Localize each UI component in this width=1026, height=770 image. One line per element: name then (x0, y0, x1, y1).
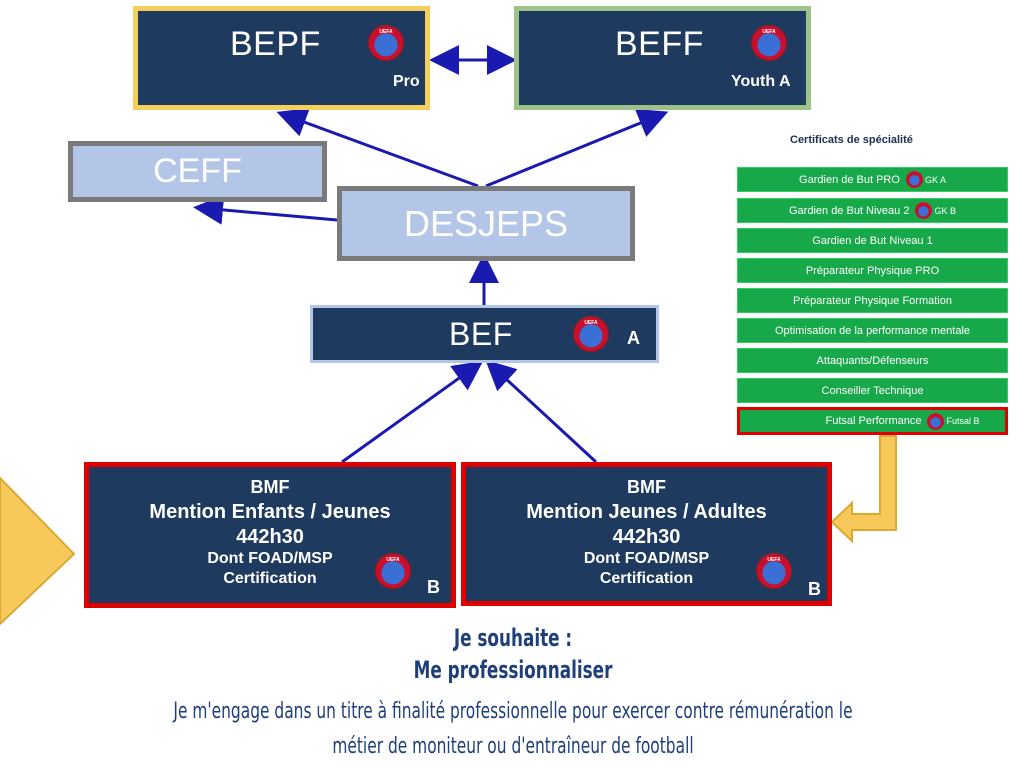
beff-tag: Youth A (731, 73, 791, 90)
bmf-left-line3: 442h30 (236, 526, 304, 548)
desjeps-label: DESJEPS (403, 202, 569, 244)
cert-preparateur-pro: Préparateur Physique PRO (737, 258, 1008, 283)
bmf-left-tag: B (427, 577, 440, 597)
cert-attaquants-defenseurs: Attaquants/Défenseurs (737, 348, 1008, 373)
bmf-left-line5: Certification (223, 570, 317, 587)
uefa-logo-icon (368, 25, 404, 61)
cert-gardien-pro: Gardien de But PRO GK A (737, 167, 1008, 192)
arrow-bmfright-bef (485, 359, 598, 464)
bepf-tag: Pro (393, 73, 420, 90)
yellow-hook-arrow (830, 435, 897, 544)
bmf-jeunes-adultes-box: BMF Mention Jeunes / Adultes 442h30 Dont… (461, 462, 832, 606)
uefa-logo-icon (915, 202, 933, 219)
bmf-left-line2: Mention Enfants / Jeunes (149, 501, 391, 523)
bmf-right-line5: Certification (599, 570, 694, 587)
bepf-box: BEPF Pro (133, 6, 430, 110)
bmf-right-line4: Dont FOAD/MSP (583, 550, 710, 567)
bmf-right-line3: 442h30 (612, 526, 681, 548)
certificats-title: Certificats de spécialité (790, 134, 913, 146)
cert-preparateur-formation: Préparateur Physique Formation (737, 288, 1008, 313)
bmf-enfants-jeunes-box: BMF Mention Enfants / Jeunes 442h30 Dont… (84, 462, 456, 608)
bottom-heading-2: Me professionnaliser (413, 656, 613, 684)
uefa-logo-icon (756, 553, 792, 589)
bottom-description-2: métier de moniteur ou d'entraîneur de fo… (332, 734, 694, 759)
arrow-bmfleft-bef (341, 360, 484, 464)
ceff-box: CEFF (68, 141, 327, 202)
arrow-desjeps-bepf (276, 108, 479, 188)
uefa-logo-icon (375, 553, 411, 589)
cert-optimisation-mentale: Optimisation de la performance mentale (737, 318, 1008, 343)
bmf-right-line2: Mention Jeunes / Adultes (526, 501, 767, 523)
beff-title: BEFF (615, 25, 704, 63)
ceff-label: CEFF (153, 152, 242, 190)
bef-tag: A (627, 328, 640, 348)
bmf-right-line1: BMF (627, 477, 666, 497)
uefa-logo-icon (927, 412, 945, 430)
bef-title: BEF (449, 316, 513, 352)
cert-conseiller-technique: Conseiller Technique (737, 378, 1008, 403)
beff-box: BEFF Youth A (514, 6, 811, 110)
bmf-left-line1: BMF (250, 477, 290, 497)
desjeps-box: DESJEPS (337, 186, 635, 261)
cert-gardien-niveau-1: Gardien de But Niveau 1 (737, 228, 1008, 253)
uefa-logo-icon (905, 171, 923, 188)
uefa-logo-icon (573, 316, 609, 352)
cert-futsal-performance: Futsal Performance Futsal B (737, 407, 1008, 435)
bottom-heading-1: Je souhaite : (453, 624, 573, 652)
bef-box: BEF A (310, 305, 659, 363)
uefa-logo-icon (751, 25, 787, 61)
yellow-left-triangle (0, 476, 76, 626)
arrow-desjeps-ceff (193, 194, 338, 225)
bepf-title: BEPF (230, 25, 321, 63)
arrow-desjeps-beff (485, 109, 669, 188)
bmf-left-line4: Dont FOAD/MSP (207, 550, 333, 567)
cert-gardien-niveau-2: Gardien de But Niveau 2 GK B (737, 198, 1008, 223)
bottom-description-1: Je m'engage dans un titre à finalité pro… (173, 699, 853, 724)
bmf-right-tag: B (808, 579, 821, 599)
